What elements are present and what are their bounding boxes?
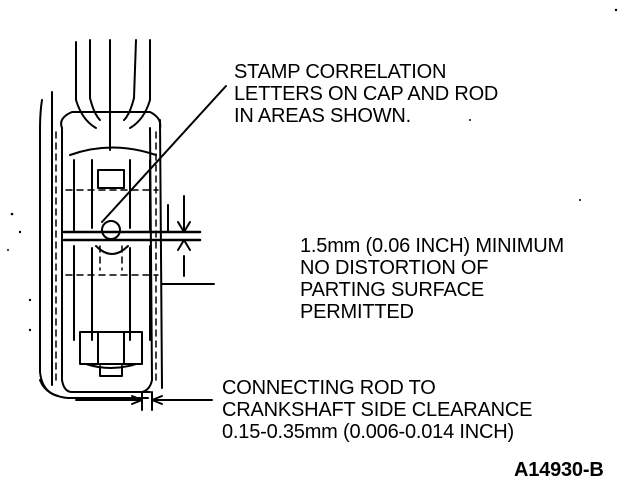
rod-shank xyxy=(75,39,151,151)
stamp-callout-line-3: IN AREAS SHOWN. xyxy=(234,105,412,127)
minimum-callout-line-2: NO DISTORTION OF xyxy=(300,257,489,279)
clearance-callout-line-2: CRANKSHAFT SIDE CLEARANCE xyxy=(222,399,533,421)
side-clearance-dimension xyxy=(75,391,213,411)
minimum-callout-line-3: PARTING SURFACE xyxy=(300,279,485,301)
figure-reference: A14930-B xyxy=(514,459,604,481)
clearance-callout-line-1: CONNECTING ROD TO xyxy=(222,377,436,399)
stamp-callout-line-1: STAMP CORRELATION xyxy=(234,61,447,83)
stamp-callout-line-2: LETTERS ON CAP AND ROD xyxy=(234,83,499,105)
hidden-lines xyxy=(55,131,159,393)
clearance-callout-line-3: 0.15-0.35mm (0.006-0.014 INCH) xyxy=(222,421,514,443)
cap-nut xyxy=(79,331,143,377)
minimum-dimension xyxy=(161,195,215,285)
scan-specks xyxy=(7,8,618,332)
minimum-callout-line-1: 1.5mm (0.06 INCH) MINIMUM xyxy=(300,235,564,257)
stamp-leader-line xyxy=(101,85,227,223)
crankshaft-outline xyxy=(39,91,163,399)
minimum-callout-line-4: PERMITTED xyxy=(300,301,414,323)
rod-big-end xyxy=(62,146,202,341)
